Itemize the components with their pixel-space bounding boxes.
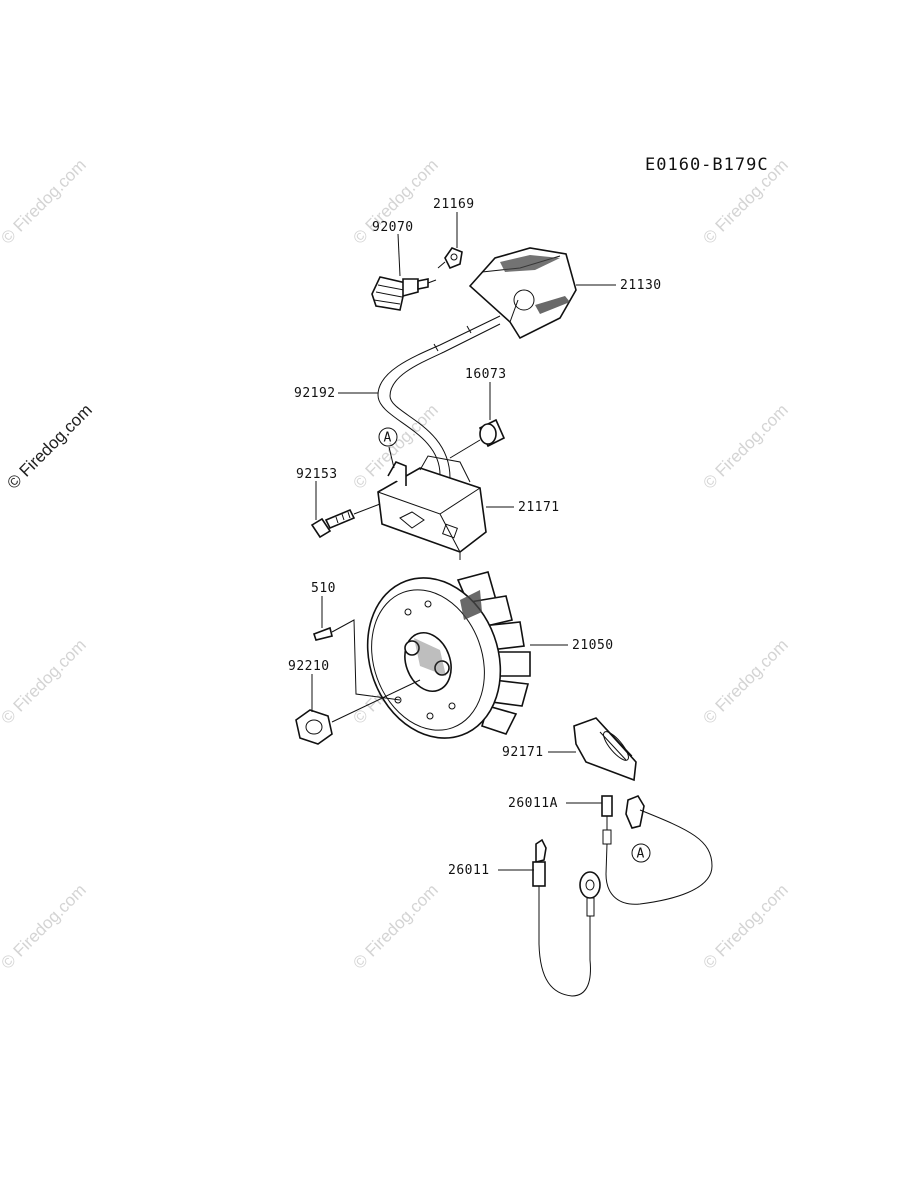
- callout-21171: 21171: [518, 500, 560, 515]
- watermark: © Firedog.com: [349, 880, 441, 972]
- callout-510: 510: [311, 581, 336, 596]
- spacer-drawing: [449, 418, 506, 459]
- watermark: © Firedog.com: [0, 880, 90, 972]
- watermark: © Firedog.com: [699, 880, 791, 972]
- ground-lead-b-drawing: [532, 838, 591, 997]
- callout-26011A: 26011A: [508, 796, 558, 811]
- bolt-drawing: [310, 503, 381, 539]
- reference-marker-a-bottom: A: [631, 843, 651, 863]
- high-tension-lead-drawing: [377, 315, 501, 479]
- reference-marker-a-top: A: [378, 427, 398, 447]
- callout-92210: 92210: [288, 659, 330, 674]
- plug-cap-drawing: [468, 247, 577, 340]
- callout-26011: 26011: [448, 863, 490, 878]
- callout-21050: 21050: [572, 638, 614, 653]
- woodruff-key-drawing: [312, 619, 401, 701]
- ground-lead-a-drawing: [579, 795, 713, 960]
- callout-92070: 92070: [372, 220, 414, 235]
- wire-clamp-drawing: [573, 717, 637, 782]
- reference-marker-a-bottom-label: A: [637, 847, 645, 862]
- callout-92192: 92192: [294, 386, 336, 401]
- watermark-group: © Firedog.com © Firedog.com © Firedog.co…: [0, 155, 792, 972]
- callout-16073: 16073: [465, 367, 507, 382]
- callout-leaders: [311, 212, 616, 871]
- reference-marker-a-top-label: A: [384, 431, 392, 446]
- watermark: © Firedog.com: [699, 400, 791, 492]
- watermark-prominent: © Firedog.com: [3, 400, 95, 492]
- callout-92171: 92171: [502, 745, 544, 760]
- watermark: © Firedog.com: [0, 635, 90, 727]
- watermark: © Firedog.com: [0, 155, 90, 247]
- callout-21130: 21130: [620, 278, 662, 293]
- callout-21169: 21169: [433, 197, 475, 212]
- flywheel-drawing: [366, 571, 531, 739]
- ignition-coil-drawing: [377, 455, 487, 560]
- terminal-nut-drawing: [437, 247, 463, 270]
- callout-92153: 92153: [296, 467, 338, 482]
- diagram-code: E0160-B179C: [645, 155, 769, 175]
- spark-plug-drawing: [371, 276, 437, 311]
- watermark: © Firedog.com: [699, 635, 791, 727]
- flywheel-nut-drawing: [295, 679, 421, 745]
